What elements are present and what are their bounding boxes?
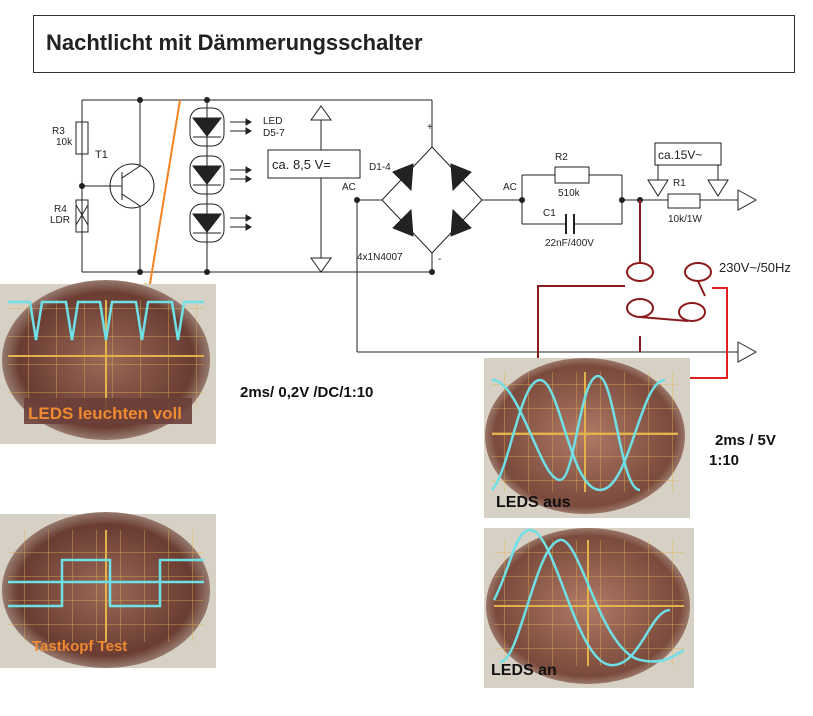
scope3-label: LEDS aus [496,494,571,511]
probe-clip-2 [626,298,654,318]
ac-left-label: AC [342,182,356,193]
led-d7 [191,213,223,234]
probe-clip-3 [684,262,712,282]
r4-label: R4 [54,204,67,215]
r3-value: 10k [56,137,73,148]
probe-clip-4 [678,302,706,322]
ac-voltage-text: ca.15V~ [658,148,702,162]
page-title: Nachtlicht mit Dämmerungsschalter [46,30,423,55]
scope-photo-4 [484,528,694,688]
caption-right-1: 2ms / 5V [715,432,776,449]
r2-label: R2 [555,152,568,163]
caption-right-2: 1:10 [709,452,740,469]
bridge-rectifier [381,146,483,254]
bridge-label: D1-4 [369,162,391,173]
ac-right-label: AC [503,182,517,193]
r2-value: 510k [558,188,581,199]
r1-resistor [667,193,701,209]
diode-type-label: 4x1N4007 [357,252,403,263]
r3-resistor [75,121,89,155]
r4-value: LDR [50,215,70,226]
mains-label: 230V~/50Hz [719,260,791,275]
r4-ldr [75,199,89,233]
scope2-label: Tastkopf Test [32,638,127,655]
darkred-arrow [532,285,625,375]
title-box: Nachtlicht mit Dämmerungsschalter [33,15,795,73]
led-value: D5-7 [263,128,285,139]
ac-voltage-box [654,142,722,166]
scope4-label: LEDS an [491,662,557,679]
t1-label: T1 [95,149,108,161]
minus-sign: - [438,254,441,265]
schematic [75,97,758,363]
orange-arrow [144,99,181,298]
r1-value: 10k/1W [668,214,702,225]
plus-sign: + [427,122,433,133]
led-label: LED [263,116,282,127]
c1-label: C1 [543,208,556,219]
scope1-label: LEDS leuchten voll [28,404,182,423]
r3-label: R3 [52,126,65,137]
c1-value: 22nF/400V [545,238,594,249]
scope-photo-2 [0,512,216,668]
caption-left: 2ms/ 0,2V /DC/1:10 [240,384,374,401]
scope-photo-3 [484,358,690,518]
probe-clip-1 [626,262,654,282]
led-d5 [191,117,223,138]
r1-label: R1 [673,178,686,189]
dc-voltage-text: ca. 8,5 V= [272,157,331,172]
led-d6 [191,165,223,186]
dc-voltage-box [267,149,361,179]
r2-resistor [554,166,590,184]
